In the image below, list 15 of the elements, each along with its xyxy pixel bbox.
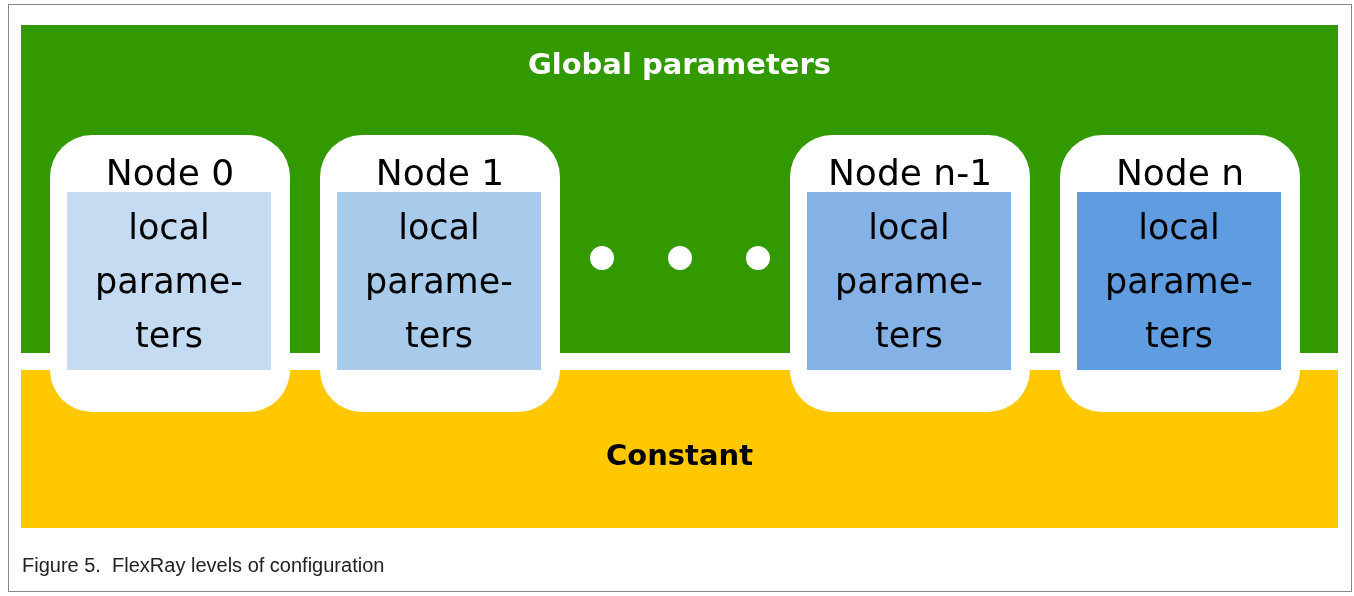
figure-caption: Figure 5. FlexRay levels of configuration bbox=[22, 554, 385, 577]
node-card bbox=[50, 135, 290, 412]
node-title: Node n-1 bbox=[826, 153, 994, 193]
parameter-box: local parame- ters bbox=[337, 192, 541, 370]
parameter-box: local parame- ters bbox=[1077, 192, 1281, 370]
node-title: Node n bbox=[1114, 153, 1246, 193]
node-card bbox=[320, 135, 560, 412]
node-title: Node 1 bbox=[374, 153, 506, 193]
node-title: Node 0 bbox=[104, 153, 236, 193]
parameter-box: local parame- ters bbox=[67, 192, 271, 370]
node-card bbox=[790, 135, 1030, 412]
node-card bbox=[1060, 135, 1300, 412]
parameter-box: local parame- ters bbox=[807, 192, 1011, 370]
band-title: Constant bbox=[604, 438, 755, 472]
band-title: Global parameters bbox=[526, 47, 833, 81]
